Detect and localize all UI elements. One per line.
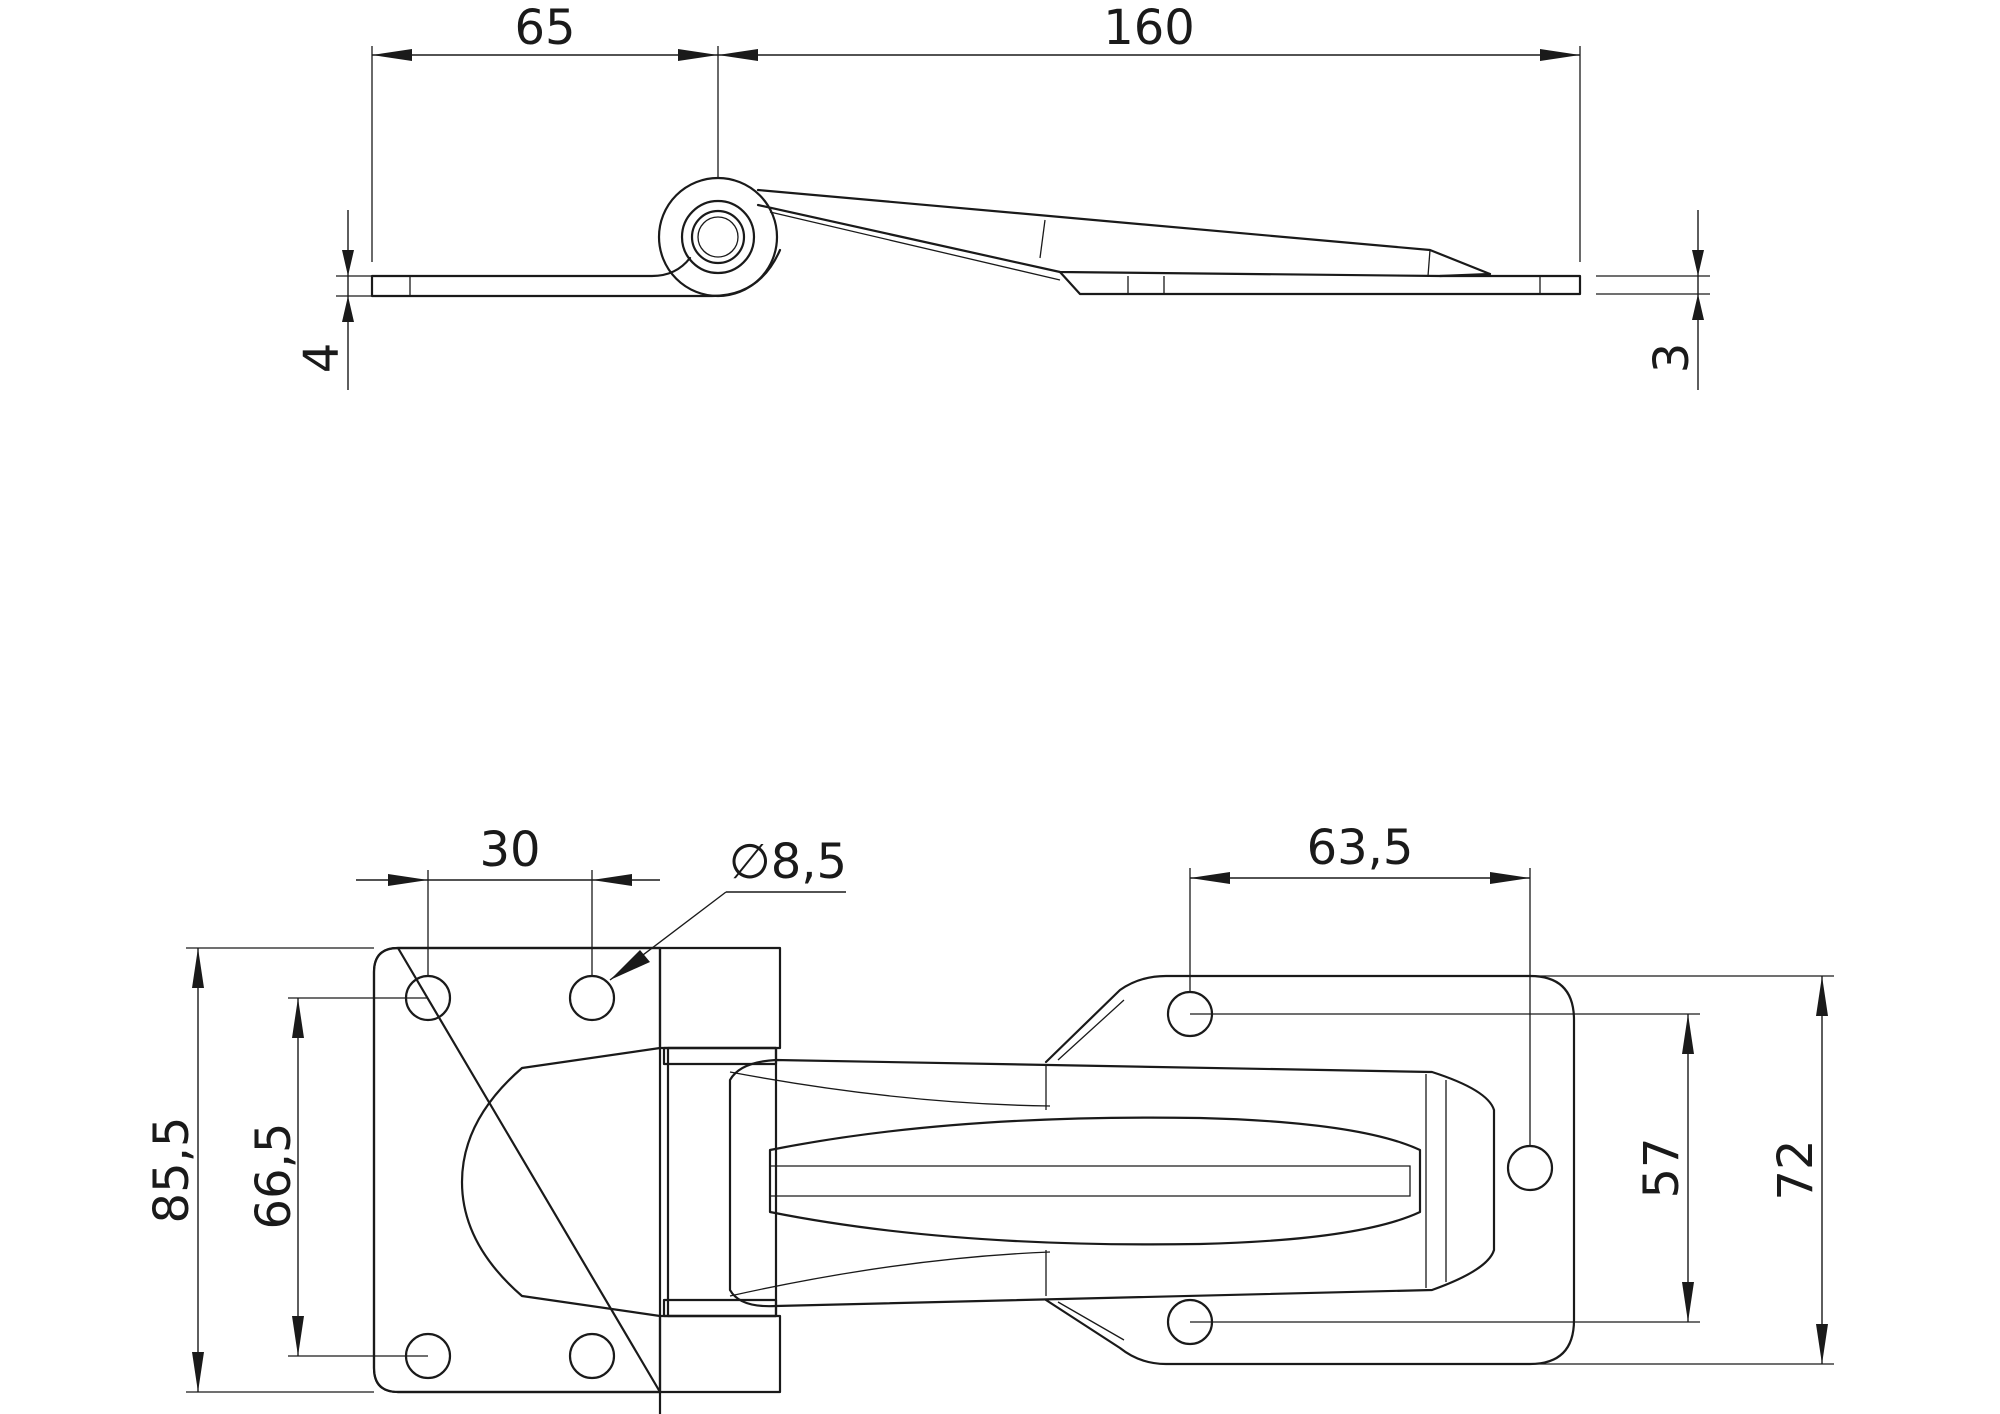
- strap-inner-line: [729, 1071, 1051, 1297]
- dim-63-5: 63,5: [1307, 820, 1414, 876]
- knuckle-cover: [460, 1046, 662, 1318]
- hole-left-top-2: [568, 974, 616, 1022]
- pin-collar-bottom: [662, 1298, 778, 1318]
- dim-4: 4: [294, 343, 350, 374]
- strap-tip-line: [1427, 249, 1431, 277]
- dim-160: 160: [1103, 0, 1195, 56]
- pin-body: [666, 1046, 778, 1318]
- knuckle-pin-core: [697, 216, 739, 258]
- side-view-dimensions: 65 160 4 3: [294, 0, 1710, 390]
- knuckle-pin: [690, 209, 746, 265]
- dim-57: 57: [1634, 1137, 1690, 1198]
- dim-85-5: 85,5: [144, 1117, 200, 1224]
- strap-outline: [728, 1058, 1496, 1308]
- strap-fold-line: [1039, 219, 1046, 259]
- strap-lower-edge: [756, 203, 1492, 278]
- dim-66-5: 66,5: [246, 1123, 302, 1230]
- dim-30: 30: [479, 822, 540, 878]
- dim-65: 65: [514, 0, 575, 56]
- right-plate-profile: [1058, 270, 1582, 296]
- top-view: [372, 946, 1576, 1414]
- dim-72: 72: [1768, 1139, 1824, 1200]
- strap-inner-edge: [769, 211, 1061, 281]
- left-plate-outline: [372, 946, 662, 1394]
- knuckle-block-top: [658, 946, 782, 1050]
- top-view-dimensions: 30 ∅8,5 63,5 85,5 66,5 57: [144, 820, 1834, 1393]
- strap-tip-lines: [1425, 1074, 1447, 1288]
- right-plate: [1044, 974, 1576, 1366]
- side-view: [370, 176, 1582, 298]
- hole-right-middle: [1506, 1144, 1554, 1192]
- knuckle-block-bottom: [658, 1314, 782, 1394]
- knuckle-outer: [657, 176, 779, 298]
- knuckle-mid: [680, 199, 756, 275]
- dim-3: 3: [1644, 343, 1700, 374]
- strap-upper-edge: [756, 188, 1492, 276]
- strap-slot-inner: [769, 1165, 1411, 1197]
- right-plate-inner: [1057, 999, 1125, 1341]
- dim-diameter: ∅8,5: [729, 834, 847, 890]
- pin-collar-top: [662, 1046, 778, 1066]
- strap-slot: [768, 1116, 1422, 1246]
- hole-left-bottom-2: [568, 1332, 616, 1380]
